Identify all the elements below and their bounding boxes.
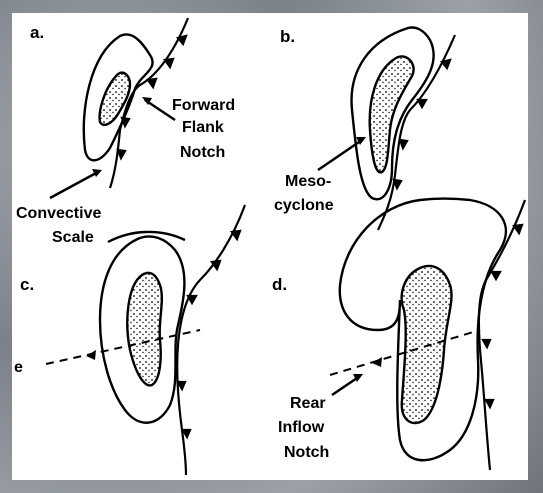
svg-text:Rear: Rear	[290, 395, 326, 412]
panel-b-echo	[352, 28, 434, 200]
panel-label-a: a.	[30, 23, 44, 42]
annotation-mesocyclone: Meso- cyclone	[274, 137, 366, 214]
svg-text:Convective: Convective	[16, 205, 101, 222]
panel-label-c: c.	[20, 275, 34, 294]
svg-text:Scale: Scale	[52, 229, 94, 246]
svg-text:Notch: Notch	[180, 144, 225, 161]
panel-label-b: b.	[280, 27, 295, 46]
panel-d-echo	[340, 199, 506, 461]
annotation-convective-scale: Convective Scale	[16, 169, 185, 246]
svg-text:cyclone: cyclone	[274, 197, 334, 214]
svg-text:e: e	[14, 359, 23, 376]
svg-text:Meso-: Meso-	[285, 173, 331, 190]
panel-label-d: d.	[272, 275, 287, 294]
panel-c-echo	[100, 237, 184, 423]
svg-text:Flank: Flank	[182, 119, 224, 136]
svg-text:Inflow: Inflow	[278, 419, 325, 436]
panel-d-front	[479, 200, 525, 470]
svg-text:Forward: Forward	[172, 97, 235, 114]
panel-c-front	[177, 205, 245, 475]
svg-text:Notch: Notch	[284, 444, 329, 461]
annotation-forward-flank-notch: Forward Flank Notch	[142, 97, 235, 161]
annotation-rear-inflow-notch: Rear Inflow Notch	[278, 374, 363, 461]
